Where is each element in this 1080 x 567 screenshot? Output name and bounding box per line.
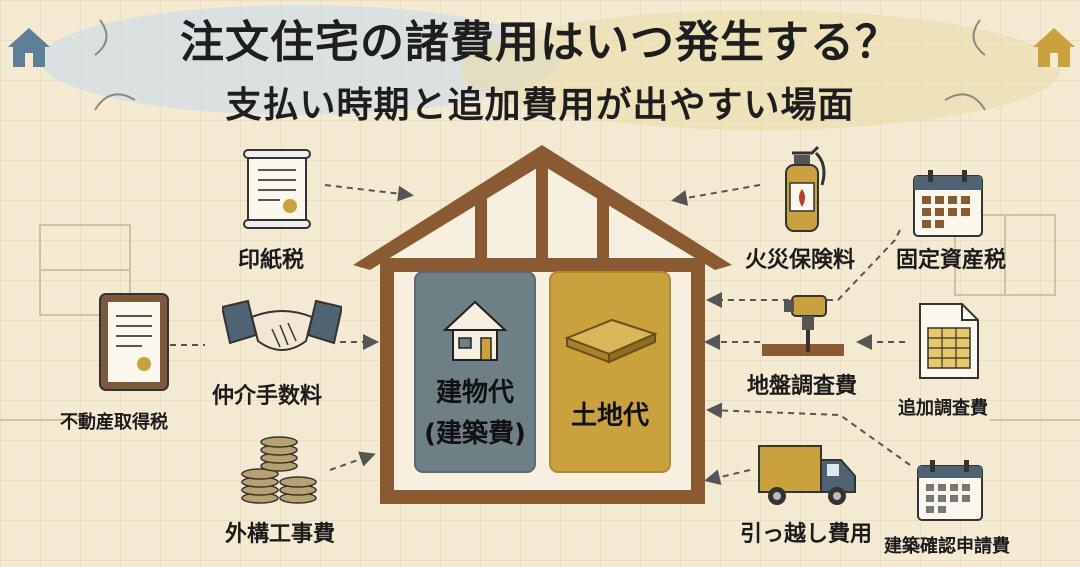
ground-survey-cost-label: 地盤調査費: [747, 374, 858, 399]
land-plot-icon: [564, 318, 658, 364]
tablet-document-icon: [99, 293, 169, 391]
corner-house-icon-right: [1033, 28, 1075, 67]
moving-truck-icon: [758, 445, 856, 505]
moving-cost-label: 引っ越し費用: [740, 522, 873, 547]
building-confirmation-fee-label: 建築確認申請費: [884, 536, 1010, 557]
page-subtitle: 支払い時期と追加費用が出やすい場面: [225, 85, 855, 126]
coin-stack-icon: [241, 436, 317, 504]
additional-survey-cost-label: 追加調査費: [898, 398, 988, 419]
arrow-stamp-tax: [324, 184, 414, 202]
page-title: 注文住宅の諸費用はいつ発生する？: [180, 17, 900, 68]
house-frame: [353, 145, 732, 504]
fire-insurance-label: 火災保険料: [745, 248, 856, 273]
exterior-work-cost-label: 外構工事費: [225, 522, 336, 547]
arrow-moving: [704, 469, 751, 486]
fixed-asset-tax-label: 固定資産税: [896, 248, 1007, 273]
brokerage-fee-label: 仲介手数料: [212, 384, 323, 409]
home-icon: [442, 300, 508, 361]
corner-house-icon-left: [8, 28, 50, 67]
stamp-tax-label: 印紙税: [238, 248, 305, 273]
arrow-fixed-asset: [706, 229, 901, 308]
land-cost-label: 土地代: [570, 401, 649, 431]
document-scroll-icon: [243, 149, 311, 229]
calendar-icon: [913, 170, 983, 237]
drill-icon: [762, 295, 844, 356]
arrow-fire-insurance: [671, 184, 761, 206]
arrow-exterior: [329, 451, 376, 471]
real-estate-acquisition-tax-label: 不動産取得税: [60, 412, 168, 433]
building-cost-label: 建物代 (建築費): [424, 378, 526, 449]
handshake-icon: [222, 299, 342, 351]
spreadsheet-icon: [919, 303, 979, 379]
calendar-application-icon: [917, 460, 983, 521]
fire-extinguisher-icon: [785, 145, 826, 232]
